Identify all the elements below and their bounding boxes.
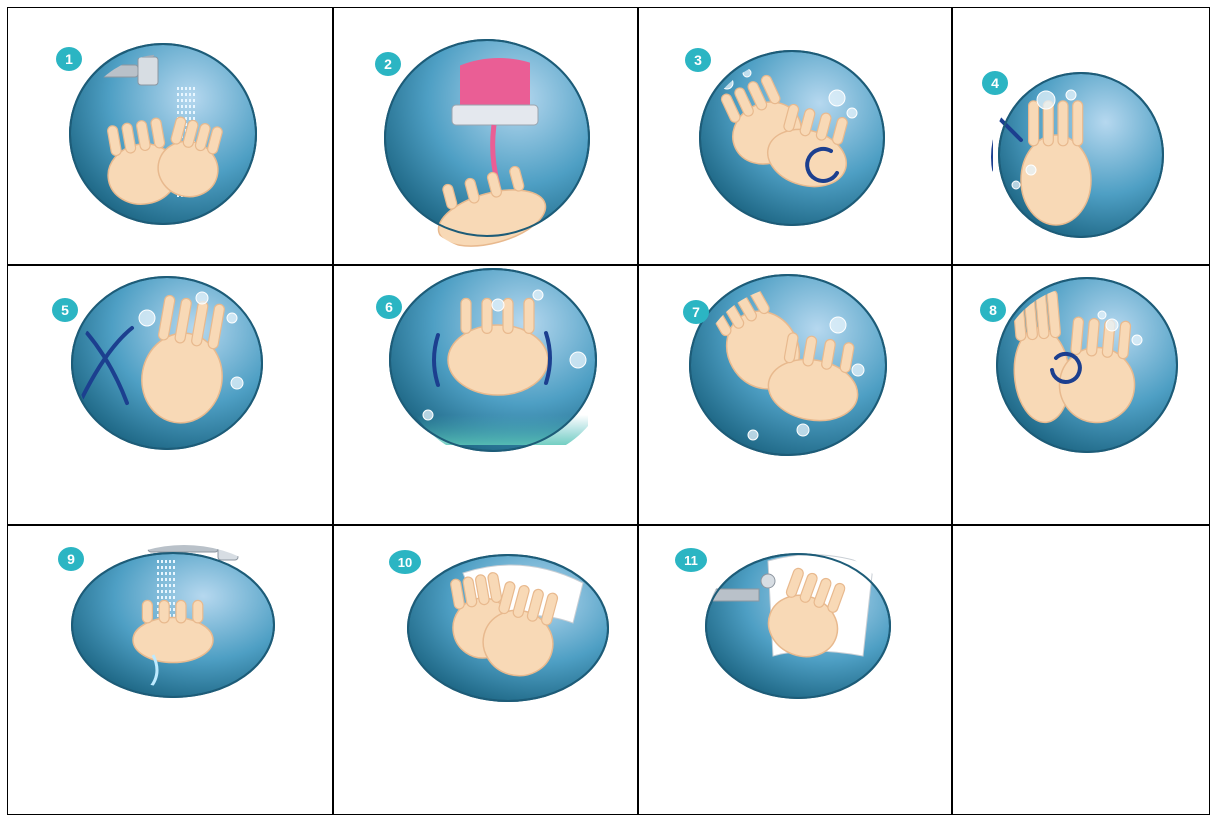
step-6-cell: 6 <box>333 265 637 524</box>
step-2-cell: 2 <box>333 8 637 264</box>
step-8-cell: 8 <box>952 265 1210 524</box>
step-illustration <box>984 58 1178 252</box>
step-number: 2 <box>384 56 392 72</box>
step-number-badge: 8 <box>975 295 1011 325</box>
step-1-cell: 1 <box>8 8 332 264</box>
empty-cell <box>952 525 1210 815</box>
step-number-badge: 7 <box>678 297 714 327</box>
step-number: 3 <box>694 52 702 68</box>
step-number: 7 <box>692 304 700 320</box>
step-5-cell: 5 <box>8 265 332 524</box>
step-number: 9 <box>67 551 75 567</box>
step-11-cell: 11 <box>638 525 951 815</box>
step-number-badge: 4 <box>977 68 1013 98</box>
step-number-badge: 1 <box>51 44 87 74</box>
step-number-badge: 10 <box>387 547 423 577</box>
step-number: 8 <box>989 302 997 318</box>
step-number: 10 <box>398 555 412 570</box>
step-number: 5 <box>61 302 69 318</box>
step-number-badge: 3 <box>680 45 716 75</box>
step-illustration <box>691 539 905 713</box>
steps-grid: 1 2 3 4 5 6 7 8 9 10 11 <box>7 7 1210 815</box>
step-illustration <box>57 262 277 464</box>
step-number: 6 <box>385 299 393 315</box>
step-number-badge: 6 <box>371 292 407 322</box>
step-illustration <box>57 538 289 712</box>
step-9-cell: 9 <box>8 525 332 815</box>
step-7-cell: 7 <box>638 265 951 524</box>
step-4-cell: 4 <box>952 8 1210 264</box>
step-number: 4 <box>991 75 999 91</box>
step-number: 11 <box>684 553 698 568</box>
step-10-cell: 10 <box>333 525 637 815</box>
step-number-badge: 11 <box>673 545 709 575</box>
step-illustration <box>685 36 899 240</box>
step-illustration <box>55 29 271 239</box>
step-3-cell: 3 <box>638 8 951 264</box>
step-number-badge: 9 <box>53 544 89 574</box>
step-illustration <box>675 260 901 470</box>
step-number: 1 <box>65 51 73 67</box>
step-illustration <box>375 254 611 466</box>
step-number-badge: 5 <box>47 295 83 325</box>
step-number-badge: 2 <box>370 49 406 79</box>
step-illustration <box>393 540 623 716</box>
step-illustration <box>982 263 1192 467</box>
